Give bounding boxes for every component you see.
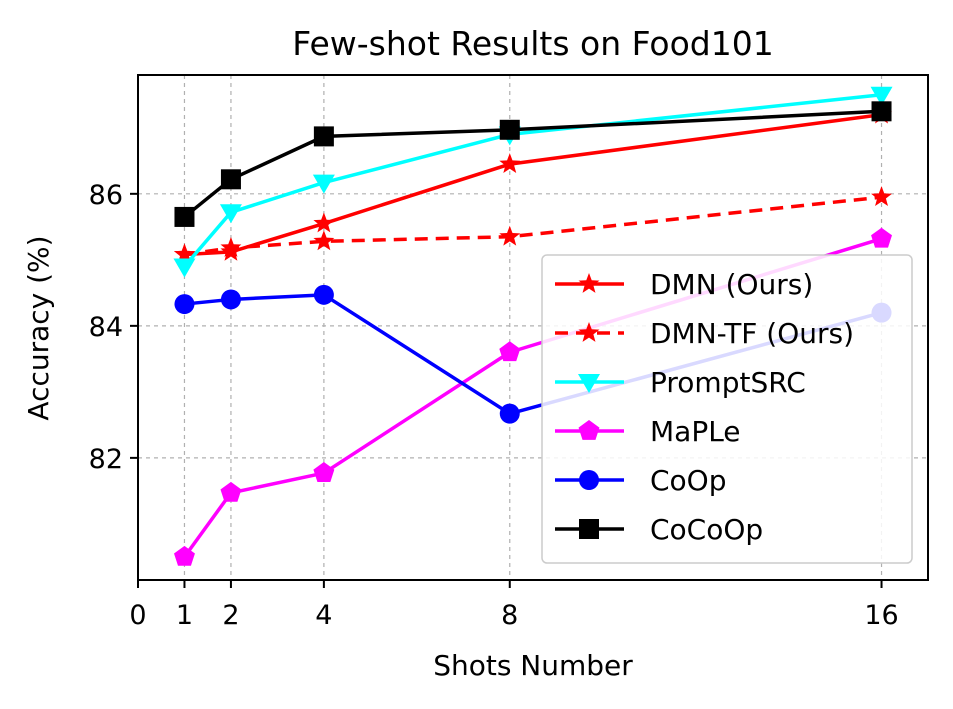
- x-tick-label: 16: [864, 600, 898, 631]
- data-point: [499, 225, 521, 246]
- legend-box: [541, 254, 913, 564]
- data-point: [220, 169, 241, 190]
- legend: DMN (Ours) DMN-TF (Ours) PromptSRC MaPLeCoO…: [541, 254, 913, 564]
- legend-item: MaPLe: [555, 415, 741, 448]
- legend-marker: [578, 322, 600, 342]
- x-tick-label: 2: [222, 600, 239, 631]
- legend-item: PromptSRC: [555, 366, 806, 399]
- x-axis-label: Shots Number: [433, 649, 633, 682]
- x-tick-label: 1: [176, 600, 193, 631]
- legend-label: PromptSRC: [650, 366, 806, 399]
- legend-item: DMN-TF (Ours): [555, 317, 854, 350]
- y-tick-label: 84: [89, 312, 123, 343]
- data-point: [499, 119, 520, 140]
- data-point: [313, 212, 335, 233]
- data-point: [313, 462, 335, 482]
- series-line: [184, 195, 882, 257]
- data-point: [219, 204, 242, 224]
- data-point: [174, 243, 195, 264]
- series-layer: [173, 86, 893, 566]
- plot-frame: [137, 74, 929, 581]
- x-tick-label: 8: [501, 600, 518, 631]
- data-point: [871, 227, 892, 248]
- data-point: [499, 341, 521, 362]
- legend-label: CoCoOp: [650, 513, 763, 546]
- x-tick-label: 4: [315, 600, 332, 631]
- legend-label: DMN (Ours): [650, 268, 813, 301]
- data-point: [220, 481, 242, 502]
- data-point: [174, 294, 195, 315]
- data-point: [871, 186, 892, 207]
- series-1: [174, 186, 892, 264]
- legend-label: MaPLe: [650, 415, 741, 448]
- y-tick-label: 82: [89, 444, 123, 475]
- series-line: [183, 93, 882, 268]
- data-point: [312, 174, 335, 194]
- data-point: [313, 284, 334, 305]
- data-point: [173, 258, 196, 278]
- series-5: [174, 101, 892, 227]
- legend-marker: [578, 273, 600, 293]
- legend-marker: [579, 519, 599, 539]
- series-line: [184, 112, 882, 257]
- data-point: [871, 101, 892, 122]
- data-point: [499, 153, 521, 174]
- legend-item: DMN (Ours): [555, 268, 813, 301]
- x-tick-label: 0: [129, 600, 146, 631]
- data-point: [870, 86, 893, 106]
- data-point: [499, 403, 520, 424]
- y-tick-label: 86: [89, 180, 123, 211]
- data-point: [220, 289, 241, 310]
- legend-item: CoCoOp: [555, 513, 763, 546]
- data-point: [313, 230, 335, 251]
- legend-marker: [578, 420, 600, 440]
- legend-label: CoOp: [650, 464, 727, 497]
- data-point: [174, 545, 195, 566]
- legend-marker: [579, 470, 599, 490]
- legend-item: CoOp: [555, 464, 727, 497]
- legend-label: DMN-TF (Ours): [650, 317, 854, 350]
- y-axis-label: Accuracy (%): [22, 235, 55, 420]
- data-point: [174, 206, 195, 227]
- chart-title: Few-shot Results on Food101: [292, 24, 773, 63]
- legend-marker: [578, 374, 600, 393]
- data-point: [220, 236, 242, 257]
- data-point: [313, 126, 334, 147]
